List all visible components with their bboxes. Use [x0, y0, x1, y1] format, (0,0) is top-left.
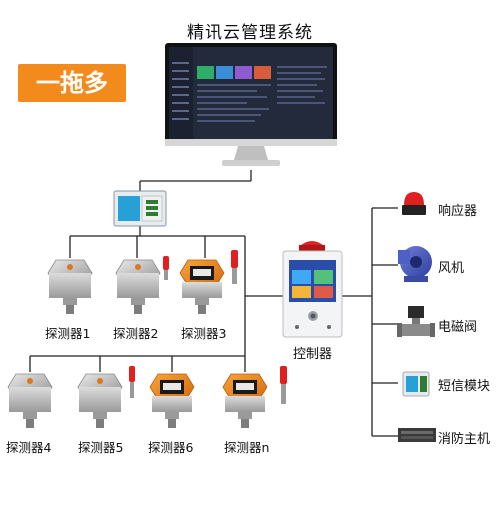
output-sms-label: 短信模块 [438, 375, 490, 394]
detector-6-image [150, 374, 194, 428]
detector-1-label: 探测器1 [45, 323, 90, 342]
detector-4-label: 探测器4 [6, 437, 51, 456]
detector-5-image [78, 366, 135, 428]
sms-module-icon [403, 372, 429, 396]
output-valve-label: 电磁阀 [438, 316, 477, 335]
output-responder-label: 响应器 [438, 200, 477, 219]
detector-5-label: 探测器5 [78, 437, 123, 456]
alarm-light-icon [402, 192, 426, 215]
detector-n-image [223, 366, 287, 428]
solenoid-valve-icon [397, 306, 435, 337]
management-monitor [165, 43, 337, 166]
output-fan-label: 风机 [438, 257, 464, 276]
detector-n-label: 探测器n [224, 437, 269, 456]
detector-4-image [8, 374, 52, 428]
detector-1-image [48, 260, 92, 314]
output-fire-host-label: 消防主机 [438, 428, 490, 447]
signal-converter [114, 191, 166, 226]
detector-2-image [116, 256, 169, 314]
detector-3-label: 探测器3 [181, 323, 226, 342]
alarm-controller [283, 241, 342, 337]
controller-label: 控制器 [293, 343, 332, 362]
fan-icon [398, 246, 432, 282]
fire-host-icon [398, 428, 436, 442]
detector-6-label: 探测器6 [148, 437, 193, 456]
detector-3-image [180, 250, 238, 314]
detector-2-label: 探测器2 [113, 323, 158, 342]
